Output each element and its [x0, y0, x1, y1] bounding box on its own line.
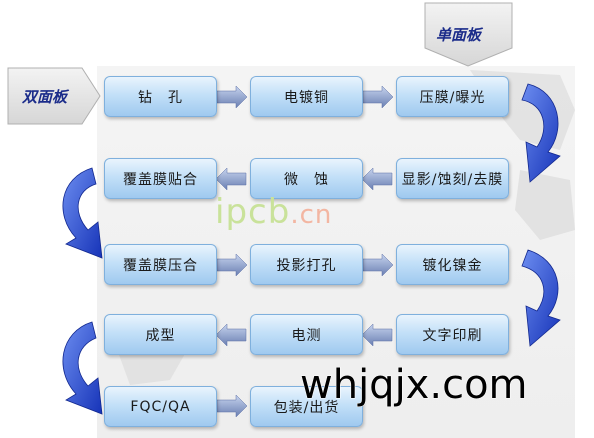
step-coverlay-attach: 覆盖膜贴合 — [104, 158, 217, 199]
step-connectors — [215, 85, 394, 418]
double-sided-tag-shape — [7, 67, 101, 125]
step-projection-punch: 投影打孔 — [250, 244, 363, 285]
step-electrical-test: 电测 — [250, 314, 363, 355]
step-pack-ship: 包装/出货 — [250, 386, 363, 427]
watermark-ipcb-text: ipcb — [215, 192, 291, 232]
step-nickel-gold: 镀化镍金 — [396, 244, 509, 285]
step-label: 显影/蚀刻/去膜 — [401, 171, 504, 188]
turn-arrows — [62, 83, 561, 415]
step-label: 电测 — [291, 327, 322, 344]
step-film-exposure: 压膜/曝光 — [396, 76, 509, 117]
step-micro-etch: 微 蚀 — [250, 158, 363, 199]
step-develop-etch-strip: 显影/蚀刻/去膜 — [396, 158, 509, 199]
step-label: 覆盖膜压合 — [123, 257, 198, 274]
step-fqc-qa: FQC/QA — [104, 386, 217, 427]
step-coverlay-press: 覆盖膜压合 — [104, 244, 217, 285]
step-label: FQC/QA — [130, 398, 191, 415]
step-copper-plating: 电镀铜 — [250, 76, 363, 117]
single-sided-label: 单面板 — [436, 26, 482, 44]
watermark-ipcb-tld: .cn — [290, 200, 333, 230]
step-label: 投影打孔 — [276, 257, 337, 274]
step-label: 镀化镍金 — [422, 257, 483, 274]
step-label: 微 蚀 — [284, 171, 329, 188]
watermark-ipcb: ipcb.cn — [215, 192, 332, 232]
step-label: 包装/出货 — [273, 399, 340, 416]
step-label: 钻 孔 — [138, 89, 183, 106]
step-label: 电镀铜 — [284, 89, 329, 106]
step-label: 文字印刷 — [422, 327, 483, 344]
watermark-whjqjx: whjqjx.com — [300, 362, 528, 409]
step-drilling: 钻 孔 — [104, 76, 217, 117]
step-label: 成型 — [145, 327, 176, 344]
step-label: 覆盖膜贴合 — [123, 171, 198, 188]
single-sided-tag-shape — [424, 2, 513, 67]
step-forming: 成型 — [104, 314, 217, 355]
step-label: 压膜/曝光 — [419, 89, 486, 106]
double-sided-label: 双面板 — [22, 88, 68, 106]
step-legend-print: 文字印刷 — [396, 314, 509, 355]
